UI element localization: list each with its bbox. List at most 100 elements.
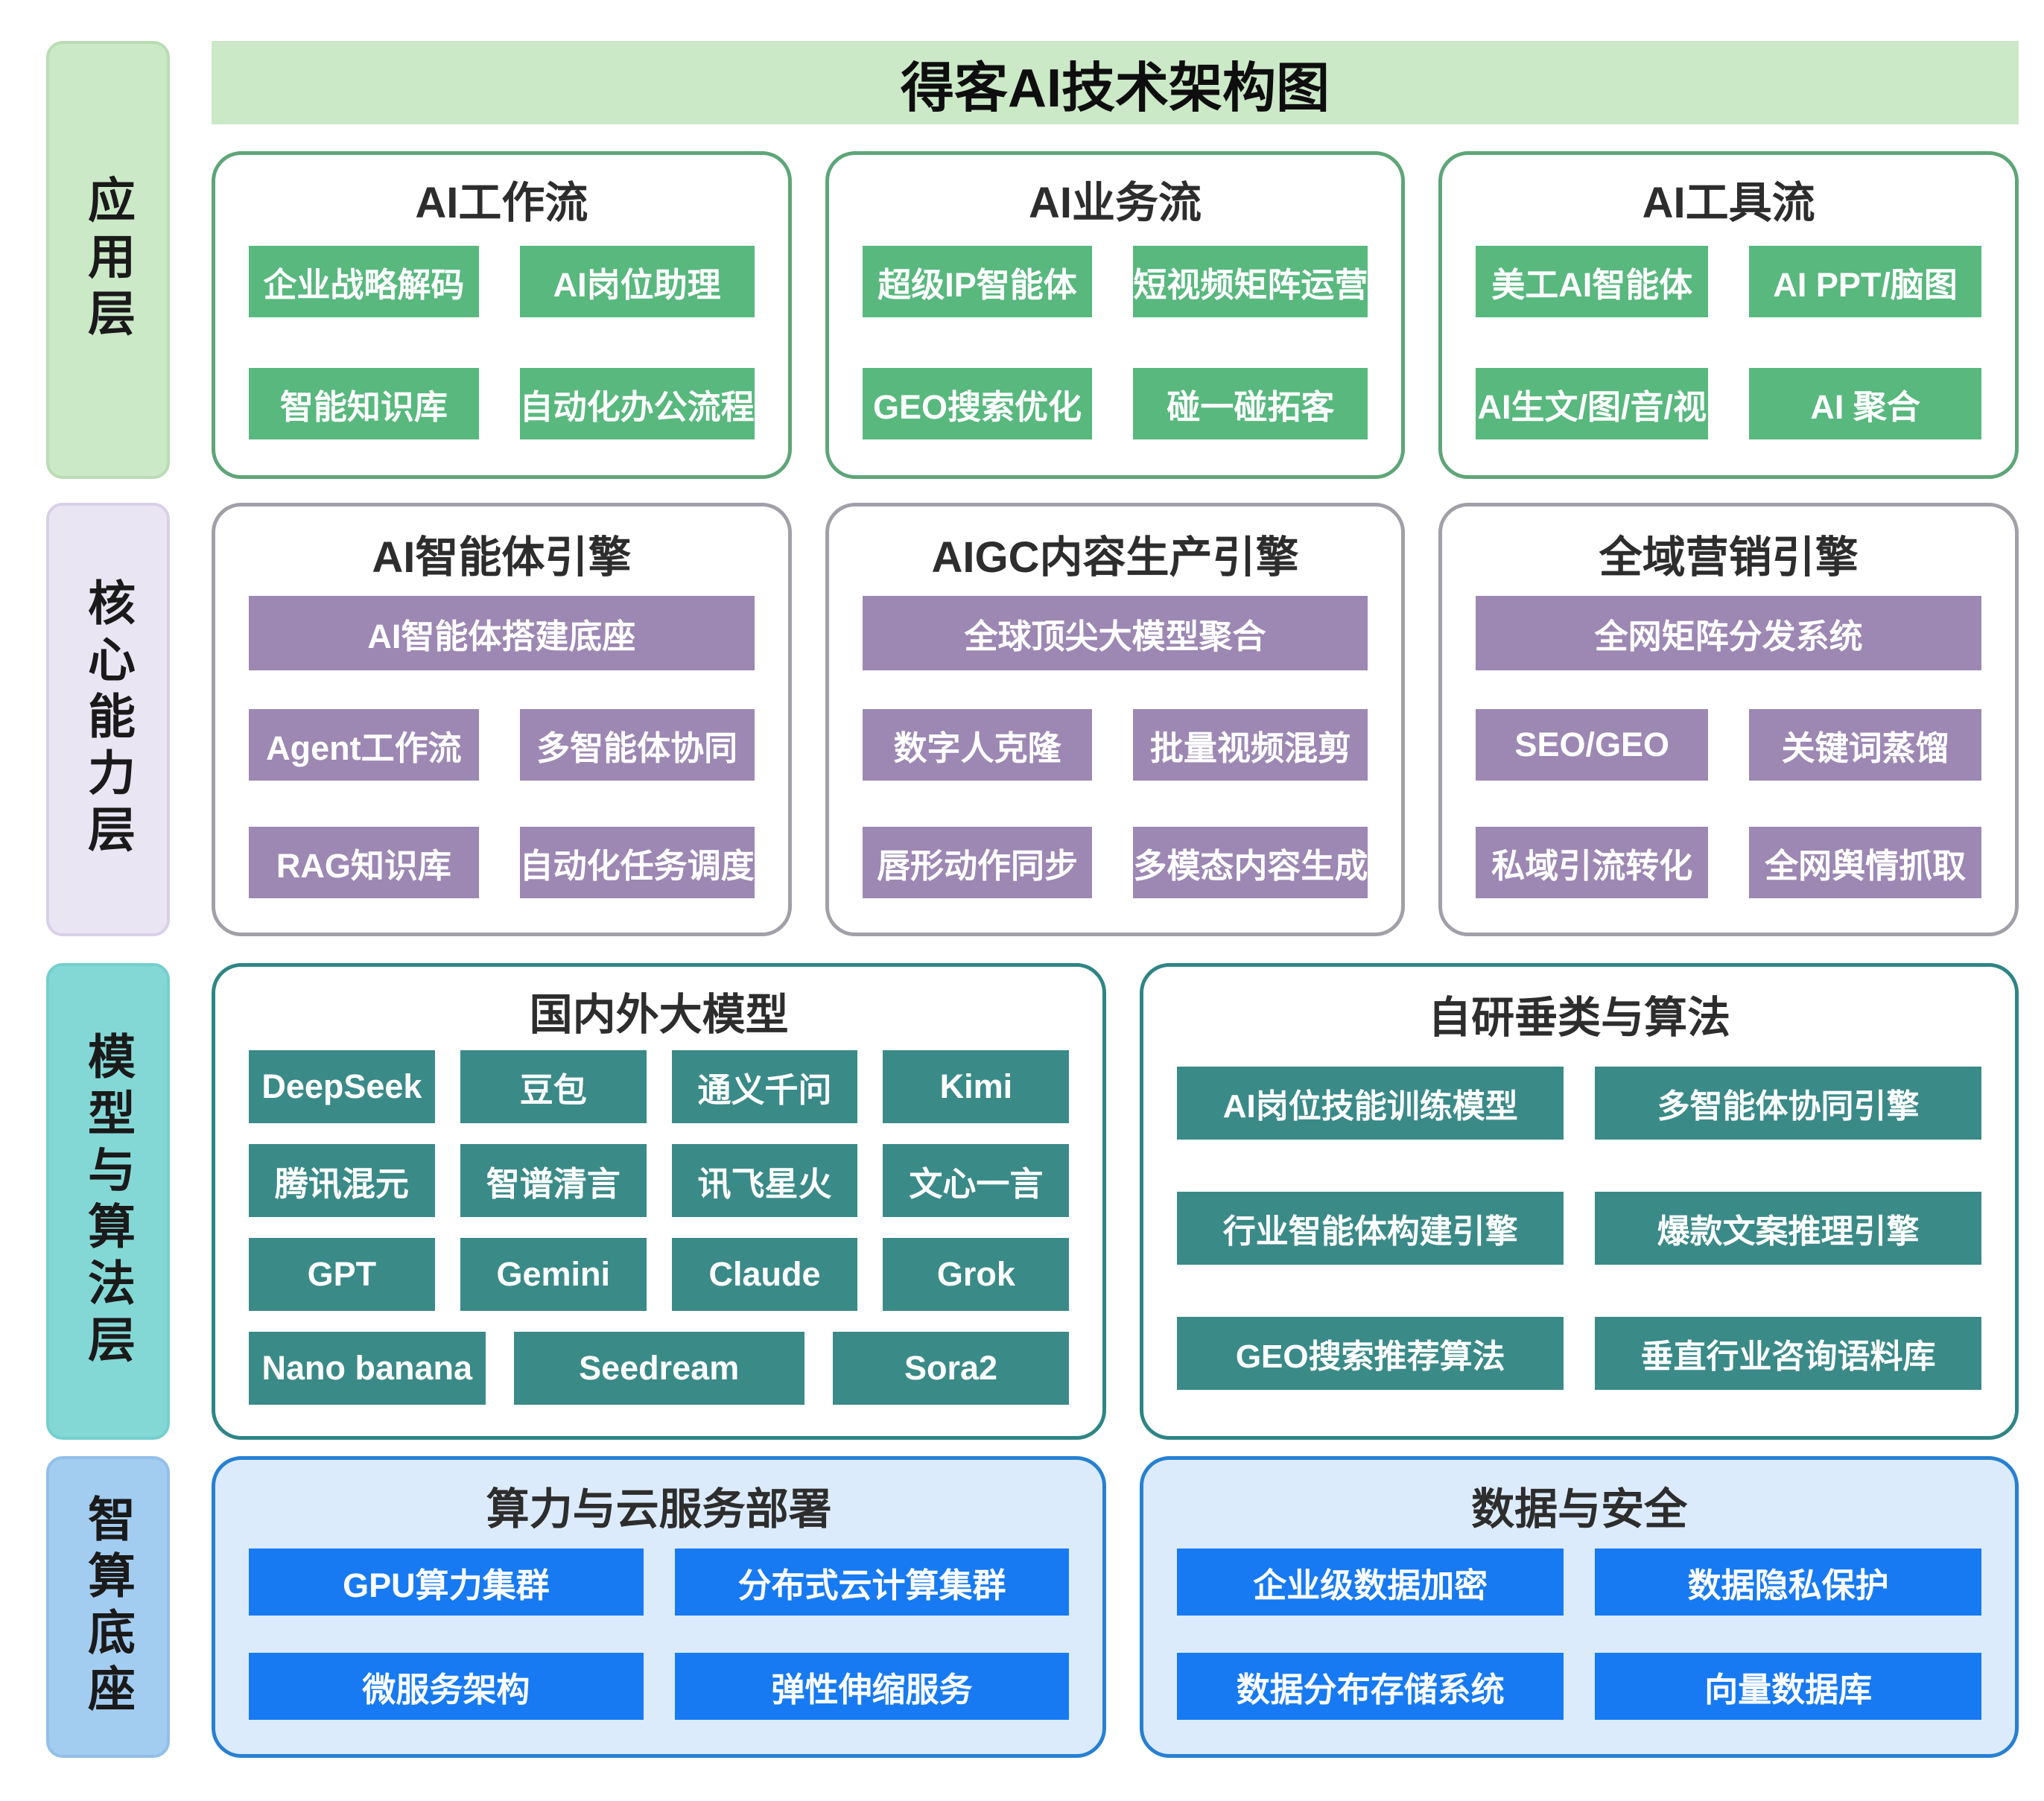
model-item: DeepSeek	[249, 1050, 435, 1123]
algorithm-item: 行业智能体构建引擎	[1177, 1192, 1564, 1265]
diagram-title-bar: 得客AI技术架构图	[212, 41, 2019, 124]
foundation-model-last-row: Nano banana Seedream Sora2	[249, 1332, 1070, 1405]
capability-item: 唇形动作同步	[862, 827, 1093, 898]
layer-label-infra: 智算底座	[81, 1493, 135, 1721]
infra-cards: 算力与云服务部署 GPU算力集群 分布式云计算集群 微服务架构 弹性伸缩服务 数…	[212, 1456, 2019, 1758]
app-item: 美工AI智能体	[1476, 246, 1709, 317]
model-item: 讯飞星火	[671, 1144, 858, 1217]
card-compute-cloud-header: 算力与云服务部署	[486, 1484, 832, 1534]
sidebar-label-model-layer: 模型与算法层	[46, 963, 170, 1440]
model-item: 豆包	[460, 1050, 647, 1123]
capability-item: 数字人克隆	[862, 709, 1093, 781]
capability-item: 批量视频混剪	[1133, 709, 1368, 781]
model-layer-main: 国内外大模型 DeepSeek 豆包 通义千问 Kimi 腾讯混元 智谱清言 讯…	[212, 963, 2019, 1440]
card-ai-workflow: AI工作流 企业战略解码 AI岗位助理 智能知识库 自动化办公流程	[212, 151, 792, 479]
capability-item: SEO/GEO	[1476, 709, 1709, 781]
application-layer-band: 应用层 得客AI技术架构图 AI工作流 企业战略解码 AI岗位助理 智能知识库 …	[46, 41, 2019, 479]
infra-item: 微服务架构	[249, 1653, 644, 1720]
sidebar-label-application-layer: 应用层	[46, 41, 170, 479]
model-layer-band: 模型与算法层 国内外大模型 DeepSeek 豆包 通义千问 Kimi 腾讯混元…	[46, 963, 2019, 1440]
capability-item: 自动化任务调度	[519, 827, 755, 898]
model-item: Claude	[671, 1238, 858, 1311]
card-ai-workflow-items: 企业战略解码 AI岗位助理 智能知识库 自动化办公流程	[249, 246, 755, 439]
layer-label-model: 模型与算法层	[81, 1032, 135, 1371]
card-marketing-engine: 全域营销引擎 全网矩阵分发系统 SEO/GEO 关键词蒸馏 私域引流转化 全网舆…	[1438, 503, 2019, 936]
card-data-security: 数据与安全 企业级数据加密 数据隐私保护 数据分布存储系统 向量数据库	[1140, 1456, 2019, 1758]
layer-label-capability: 核心能力层	[81, 578, 135, 861]
capability-cards: AI智能体引擎 AI智能体搭建底座 Agent工作流 多智能体协同 RAG知识库…	[212, 503, 2019, 936]
app-item: AI 聚合	[1749, 368, 1982, 439]
algorithm-item: AI岗位技能训练模型	[1177, 1067, 1564, 1140]
app-item: GEO搜索优化	[862, 368, 1093, 439]
card-aigc-engine: AIGC内容生产引擎 全球顶尖大模型聚合 数字人克隆 批量视频混剪 唇形动作同步…	[825, 503, 1406, 936]
model-item: Gemini	[460, 1238, 647, 1311]
infra-item: 数据隐私保护	[1595, 1549, 1981, 1616]
infra-item: 分布式云计算集群	[674, 1549, 1070, 1616]
compute-cloud-items: GPU算力集群 分布式云计算集群 微服务架构 弹性伸缩服务	[249, 1549, 1070, 1720]
infra-item: 弹性伸缩服务	[674, 1653, 1070, 1720]
algorithm-item: GEO搜索推荐算法	[1177, 1317, 1564, 1390]
card-compute-cloud: 算力与云服务部署 GPU算力集群 分布式云计算集群 微服务架构 弹性伸缩服务	[212, 1456, 1107, 1758]
capability-item: RAG知识库	[249, 827, 479, 898]
model-item: 腾讯混元	[249, 1144, 435, 1217]
app-item: AI生文/图/音/视	[1476, 368, 1709, 439]
app-item: 企业战略解码	[249, 246, 479, 317]
card-ai-business-flow-header: AI业务流	[1029, 179, 1202, 227]
proprietary-algorithm-grid: AI岗位技能训练模型 多智能体协同引擎 行业智能体构建引擎 爆款文案推理引擎 G…	[1177, 1067, 1981, 1390]
capability-layer-main: AI智能体引擎 AI智能体搭建底座 Agent工作流 多智能体协同 RAG知识库…	[212, 503, 2019, 936]
infra-layer-main: 算力与云服务部署 GPU算力集群 分布式云计算集群 微服务架构 弹性伸缩服务 数…	[212, 1456, 2019, 1758]
card-aigc-engine-header: AIGC内容生产引擎	[931, 533, 1299, 582]
capability-wide-bar: 全球顶尖大模型聚合	[862, 596, 1368, 670]
model-item: Nano banana	[249, 1332, 486, 1405]
algorithm-item: 爆款文案推理引擎	[1595, 1192, 1981, 1265]
infra-layer-band: 智算底座 算力与云服务部署 GPU算力集群 分布式云计算集群 微服务架构 弹性伸…	[46, 1456, 2019, 1758]
model-cards: 国内外大模型 DeepSeek 豆包 通义千问 Kimi 腾讯混元 智谱清言 讯…	[212, 963, 2019, 1440]
model-item: Kimi	[883, 1050, 1070, 1123]
app-item: 超级IP智能体	[862, 246, 1093, 317]
infra-item: 企业级数据加密	[1177, 1549, 1564, 1616]
capability-item: 关键词蒸馏	[1749, 709, 1982, 781]
card-proprietary-algorithms: 自研垂类与算法 AI岗位技能训练模型 多智能体协同引擎 行业智能体构建引擎 爆款…	[1140, 963, 2019, 1440]
card-proprietary-algorithms-header: 自研垂类与算法	[1428, 994, 1731, 1042]
model-item: GPT	[249, 1238, 435, 1311]
card-ai-tool-flow-items: 美工AI智能体 AI PPT/脑图 AI生文/图/音/视 AI 聚合	[1476, 246, 1982, 439]
app-item: AI岗位助理	[519, 246, 755, 317]
app-item: 自动化办公流程	[519, 368, 755, 439]
card-ai-workflow-header: AI工作流	[415, 179, 588, 227]
sidebar-label-capability-layer: 核心能力层	[46, 503, 170, 936]
card-foundation-models: 国内外大模型 DeepSeek 豆包 通义千问 Kimi 腾讯混元 智谱清言 讯…	[212, 963, 1107, 1440]
model-item: 智谱清言	[460, 1144, 647, 1217]
app-item: AI PPT/脑图	[1749, 246, 1982, 317]
card-agent-engine-header: AI智能体引擎	[372, 533, 632, 582]
card-ai-business-flow-items: 超级IP智能体 短视频矩阵运营 GEO搜索优化 碰一碰拓客	[862, 246, 1368, 439]
model-item: 文心一言	[883, 1144, 1070, 1217]
infra-item: GPU算力集群	[249, 1549, 644, 1616]
app-item: 碰一碰拓客	[1133, 368, 1368, 439]
foundation-model-grid: DeepSeek 豆包 通义千问 Kimi 腾讯混元 智谱清言 讯飞星火 文心一…	[249, 1050, 1070, 1311]
capability-item: 全网舆情抓取	[1749, 827, 1982, 898]
layer-label-application: 应用层	[81, 175, 135, 345]
capability-wide-bar: AI智能体搭建底座	[249, 596, 755, 670]
card-ai-tool-flow: AI工具流 美工AI智能体 AI PPT/脑图 AI生文/图/音/视 AI 聚合	[1438, 151, 2019, 479]
capability-layer-band: 核心能力层 AI智能体引擎 AI智能体搭建底座 Agent工作流 多智能体协同 …	[46, 503, 2019, 936]
card-agent-engine: AI智能体引擎 AI智能体搭建底座 Agent工作流 多智能体协同 RAG知识库…	[212, 503, 792, 936]
data-security-items: 企业级数据加密 数据隐私保护 数据分布存储系统 向量数据库	[1177, 1549, 1981, 1720]
card-foundation-models-header: 国内外大模型	[529, 991, 789, 1039]
diagram-title: 得客AI技术架构图	[900, 58, 1330, 118]
infra-item: 数据分布存储系统	[1177, 1653, 1564, 1720]
app-item: 短视频矩阵运营	[1133, 246, 1368, 317]
capability-item: 多智能体协同	[519, 709, 755, 781]
capability-item: Agent工作流	[249, 709, 479, 781]
capability-wide-bar: 全网矩阵分发系统	[1476, 596, 1982, 670]
sidebar-label-infra-layer: 智算底座	[46, 1456, 170, 1758]
card-ai-business-flow: AI业务流 超级IP智能体 短视频矩阵运营 GEO搜索优化 碰一碰拓客	[825, 151, 1406, 479]
infra-item: 向量数据库	[1595, 1653, 1981, 1720]
model-item: Sora2	[832, 1332, 1070, 1405]
app-item: 智能知识库	[249, 368, 479, 439]
model-item: Seedream	[513, 1332, 804, 1405]
model-item: 通义千问	[671, 1050, 858, 1123]
card-aigc-engine-items: 数字人克隆 批量视频混剪 唇形动作同步 多模态内容生成	[862, 709, 1368, 898]
capability-item: 多模态内容生成	[1133, 827, 1368, 898]
application-layer-main: 得客AI技术架构图 AI工作流 企业战略解码 AI岗位助理 智能知识库 自动化办…	[212, 41, 2019, 479]
